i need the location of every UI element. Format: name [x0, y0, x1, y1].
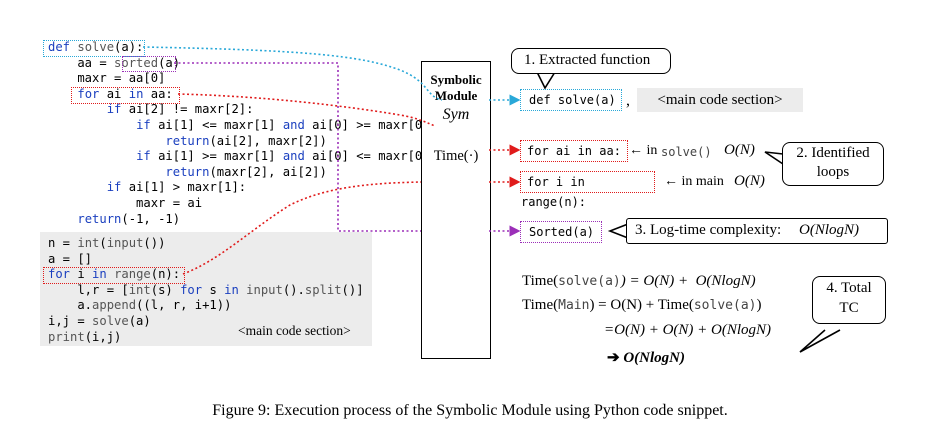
- code-line: maxr = aa[0]: [48, 71, 166, 86]
- loop1-scope: solve(): [661, 145, 712, 159]
- code-line: for i in range(n):: [48, 267, 181, 282]
- code-line: a.append((l, r, i+1)): [48, 298, 232, 313]
- callout-total-tc: 4. Total TC: [812, 276, 886, 324]
- callout-loops-line1: 2. Identified: [796, 145, 870, 161]
- result-arrow-icon: ➔: [607, 350, 620, 366]
- equation-result: ➔ O(NlogN): [607, 348, 685, 367]
- sorted-call-highlight: [122, 56, 176, 72]
- eq2-mid: ) = O(N) + Time(: [589, 297, 694, 313]
- module-time-operator: Time(·): [433, 148, 479, 164]
- eq1-pre: Time(: [522, 273, 559, 289]
- equation-expansion: =O(N) + O(N) + O(NlogN): [604, 322, 772, 338]
- eq2-pre: Time(: [522, 297, 559, 313]
- solve-function-code: def solve(a): aa = sorted(a) maxr = aa[0…: [48, 40, 448, 227]
- eq2-post: ): [756, 297, 762, 313]
- callout4-pointer: [799, 329, 841, 353]
- code-line: aa = sorted(a): [48, 55, 181, 70]
- code-line: if ai[2] != maxr[2]:: [106, 102, 254, 117]
- code-line: return(ai[2], maxr[2]): [165, 133, 327, 148]
- module-title-line1: Symbolic: [430, 72, 482, 87]
- eq2-code: Main: [558, 298, 590, 313]
- extracted-main-section: <main code section>: [637, 88, 803, 112]
- sorted-box: Sorted(a): [520, 221, 602, 243]
- loop1-tc: O(N): [724, 142, 755, 158]
- code-line: maxr = ai: [48, 195, 203, 210]
- loop2-arrow-text: ← in main: [664, 174, 724, 189]
- equation-time-solve: Time(solve(a)) = O(N) + O(NlogN): [522, 273, 756, 290]
- callout-loops-line2: loops: [816, 164, 850, 180]
- wire-for-ai: [177, 93, 436, 127]
- eq2-code2: solve(a): [693, 298, 757, 313]
- module-sym: Sym: [442, 106, 470, 123]
- code-line: if ai[1] <= maxr[1] and ai[0] >= maxr[0]…: [136, 117, 437, 132]
- wire-def-solve: [142, 46, 443, 101]
- code-line: i,j = solve(a): [48, 313, 151, 328]
- loop1-box: for ai in aa:: [520, 140, 628, 162]
- callout-log-time-text: 3. Log-time complexity:: [635, 222, 785, 238]
- code-line: l,r = [int(s) for s in input().split()]: [48, 282, 364, 297]
- callout-total-line2: TC: [839, 300, 859, 316]
- callout2-pointer: [764, 151, 784, 165]
- code-line: def solve(a):: [48, 40, 144, 54]
- figure-caption: Figure 9: Execution process of the Symbo…: [212, 402, 728, 419]
- callout-extracted-function: 1. Extracted function: [511, 48, 671, 74]
- sorted-code: Sorted(a): [529, 225, 595, 239]
- code-line: n = int(input()): [48, 236, 166, 250]
- callout-identified-loops: 2. Identified loops: [782, 142, 884, 186]
- code-line: return(maxr[2], ai[2]): [165, 164, 327, 179]
- callout1-pointer: [536, 71, 556, 90]
- loop2-tc: O(N): [734, 173, 765, 189]
- for-i-loop-highlight: [43, 267, 185, 284]
- loop1-arrow-text: ← in: [629, 143, 658, 158]
- callout-log-time-tc: O(NlogN): [799, 222, 859, 238]
- main-code-background: [40, 232, 372, 346]
- wire-for-i: [182, 181, 422, 275]
- code-line: for ai in aa:: [77, 86, 173, 101]
- callout3-pointer: [607, 223, 629, 239]
- callout-log-time: 3. Log-time complexity: O(NlogN): [626, 218, 888, 244]
- code-line: return(-1, -1): [77, 211, 181, 226]
- main-code-label: <main code section>: [238, 323, 351, 338]
- extracted-comma: ,: [626, 92, 630, 109]
- callout-total-line1: 4. Total: [826, 280, 872, 296]
- main-code: n = int(input()) a = [] for i in range(n…: [48, 236, 378, 345]
- loop2-box: for i in range(n):: [520, 171, 655, 209]
- result-tc: O(NlogN): [623, 350, 685, 366]
- eq1-code: solve(a): [558, 274, 621, 289]
- loop2-code: for i in range(n):: [521, 175, 587, 209]
- code-line: print(i,j): [48, 329, 122, 344]
- for-ai-loop-highlight: [71, 87, 180, 104]
- loop1-code: for ai in aa:: [527, 144, 621, 158]
- def-solve-highlight: [43, 40, 145, 57]
- equation-time-main: Time(Main) = O(N) + Time(solve(a)): [522, 297, 761, 314]
- callout-extracted-text: 1. Extracted function: [524, 52, 651, 68]
- wire-sorted: [174, 62, 421, 232]
- extracted-def-box: def solve(a): [520, 89, 622, 111]
- extracted-def-code: def solve(a): [529, 93, 616, 107]
- code-line: a = []: [48, 251, 93, 266]
- symbolic-module-box: Symbolic Module Sym Time(·): [421, 61, 491, 359]
- module-title-line2: Module: [434, 88, 478, 103]
- eq1-post: ) = O(N) + O(NlogN): [620, 273, 756, 289]
- code-line: if ai[1] > maxr[1]:: [106, 180, 247, 195]
